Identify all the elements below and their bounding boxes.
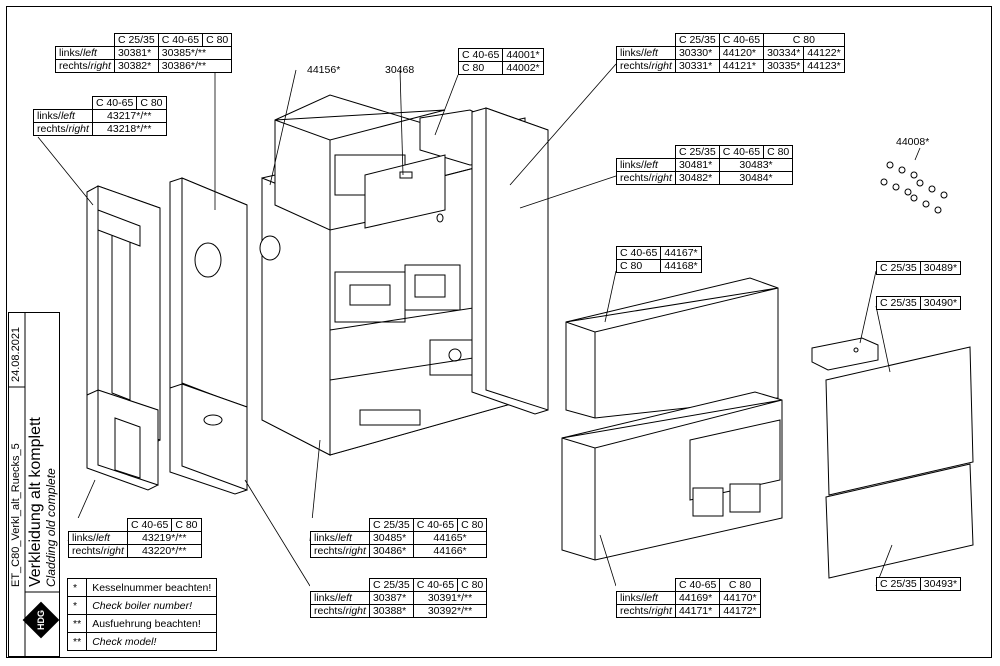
callout-44156: 44156*: [307, 64, 341, 76]
file-name: ET_C80_Verkl_alt_Ruecks_5: [10, 443, 22, 587]
panel-rear-left-upper: [86, 185, 161, 447]
panel-right-upper: [825, 346, 974, 496]
panel-front-main: [561, 391, 783, 561]
title-block: 24.08.2021 Verkleidung alt komplett Clad…: [8, 312, 60, 657]
panel-bracket: [811, 337, 879, 371]
hdg-logo: HDG: [22, 601, 60, 639]
legend-table: *Kesselnummer beachten! *Check boiler nu…: [66, 578, 218, 651]
callout-44008: 44008*: [896, 136, 930, 148]
title-en: Cladding old complete: [44, 468, 58, 587]
panel-left-side-upper: [169, 177, 248, 414]
row-left-label: links/left: [55, 46, 115, 60]
title-de: Verkleidung alt komplett: [27, 417, 44, 587]
date-label: 24.08.2021: [10, 326, 22, 382]
panel-rear-left-lower: [86, 389, 159, 491]
screw-set: [880, 161, 948, 214]
panel-right-lower: [825, 463, 974, 579]
panel-front-cap: [565, 277, 779, 419]
title-block-lines: [8, 312, 60, 657]
panel-rear-right: [471, 107, 549, 415]
callout-30468: 30468: [385, 64, 415, 76]
row-right-label: rechts/right: [55, 59, 115, 73]
panel-left-side-lower: [169, 383, 248, 495]
drawing-frame: [6, 6, 992, 658]
